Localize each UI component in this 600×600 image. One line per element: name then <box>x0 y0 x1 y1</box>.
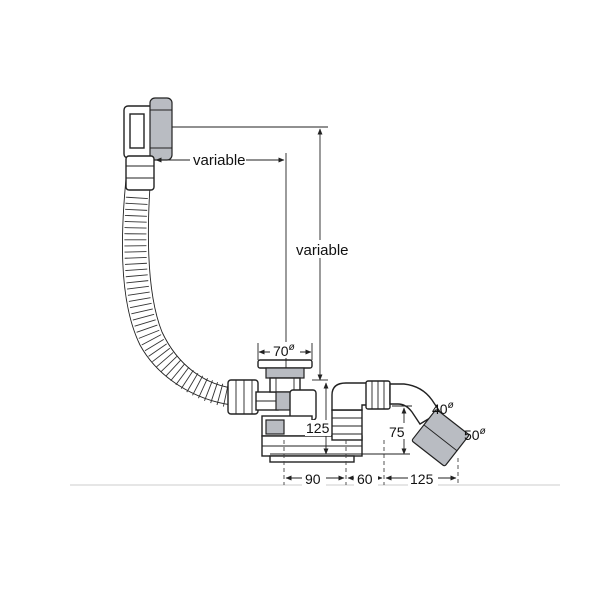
hose-rib <box>165 359 181 377</box>
hose-rib <box>186 372 199 393</box>
hose-rib <box>125 196 148 200</box>
label-vertical-variable: variable <box>296 242 349 259</box>
hose-rib <box>126 280 149 284</box>
trap-body <box>261 389 363 463</box>
hose-rib <box>160 356 178 373</box>
hose-rib <box>125 202 148 205</box>
hose-rib <box>132 313 155 321</box>
hose-rib <box>125 274 148 278</box>
label-length-60: 60 <box>357 471 373 487</box>
hose-rib <box>152 347 171 363</box>
hose-rib <box>128 297 151 302</box>
flexible-hose <box>121 159 233 406</box>
hose-rib <box>124 214 147 217</box>
hose-rib <box>124 251 147 253</box>
hose-rib <box>125 208 148 211</box>
hose-rib <box>192 375 204 396</box>
hose-rib <box>131 308 153 315</box>
hose-rib <box>141 334 162 346</box>
label-height-75: 75 <box>389 424 405 440</box>
hose-rib <box>170 363 186 382</box>
hose-rib <box>222 384 229 407</box>
hose-rib <box>125 268 148 272</box>
hose-rib <box>144 338 165 352</box>
hose-upper-coupling <box>125 155 155 191</box>
label-horizontal-variable: variable <box>193 152 246 169</box>
hose-rib <box>127 285 149 290</box>
hose-rib <box>156 352 174 368</box>
hose-rib <box>124 262 147 265</box>
hose-rib <box>136 324 158 333</box>
hose-rib <box>124 256 147 259</box>
hose-rib <box>127 291 150 296</box>
hose-rib <box>124 221 147 223</box>
label-length-125: 125 <box>410 471 434 487</box>
overflow-head <box>123 97 173 161</box>
hose-rib <box>138 329 160 339</box>
label-waste-diameter: 70ø <box>273 342 295 359</box>
hose-rib <box>204 380 213 401</box>
hose-rib <box>175 366 190 386</box>
hose-rib <box>180 370 194 389</box>
hose-rib <box>129 302 152 309</box>
hose-rib <box>134 319 156 327</box>
label-length-90: 90 <box>305 471 321 487</box>
hose-rib <box>148 343 167 357</box>
label-height-125: 125 <box>306 420 330 436</box>
outlet-elbow <box>365 380 470 467</box>
hose-rib <box>210 382 219 404</box>
outlet-riser <box>331 382 373 441</box>
hose-lower-coupling <box>227 379 279 415</box>
hose-corrugation <box>124 196 229 407</box>
label-outlet-40: 40ø <box>432 400 454 417</box>
hose-rib <box>198 378 208 399</box>
hose-rib <box>216 383 224 406</box>
label-outlet-50: 50ø <box>464 426 486 443</box>
